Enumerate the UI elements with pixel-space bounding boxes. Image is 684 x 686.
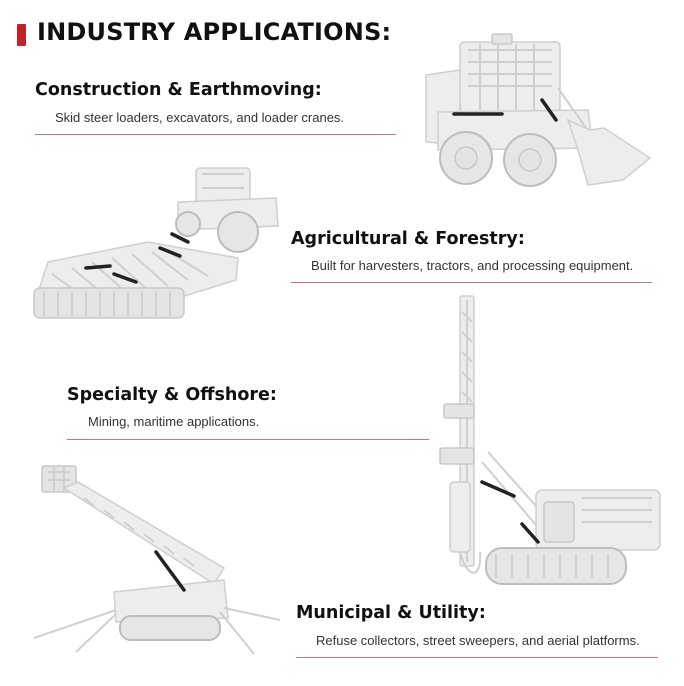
section-title-agricultural: Agricultural & Forestry: [291, 229, 525, 249]
drilling-rig-illustration [439, 295, 661, 585]
section-rule-agricultural [291, 282, 652, 283]
tractor-with-disc-harrow-illustration [33, 167, 279, 319]
section-rule-municipal [296, 657, 658, 658]
title-accent-bar [17, 24, 26, 46]
skid-steer-loader-illustration [425, 33, 652, 187]
aerial-boom-lift-illustration [33, 465, 281, 655]
section-rule-construction [35, 134, 396, 135]
section-desc-municipal: Refuse collectors, street sweepers, and … [316, 633, 640, 648]
section-title-construction: Construction & Earthmoving: [35, 80, 322, 100]
section-rule-specialty [67, 439, 429, 440]
section-desc-construction: Skid steer loaders, excavators, and load… [55, 110, 345, 125]
page-title: INDUSTRY APPLICATIONS: [37, 18, 392, 46]
section-desc-agricultural: Built for harvesters, tractors, and proc… [311, 258, 634, 273]
section-desc-specialty: Mining, maritime applications. [88, 414, 260, 429]
section-title-specialty: Specialty & Offshore: [67, 385, 277, 405]
section-title-municipal: Municipal & Utility: [296, 603, 486, 623]
